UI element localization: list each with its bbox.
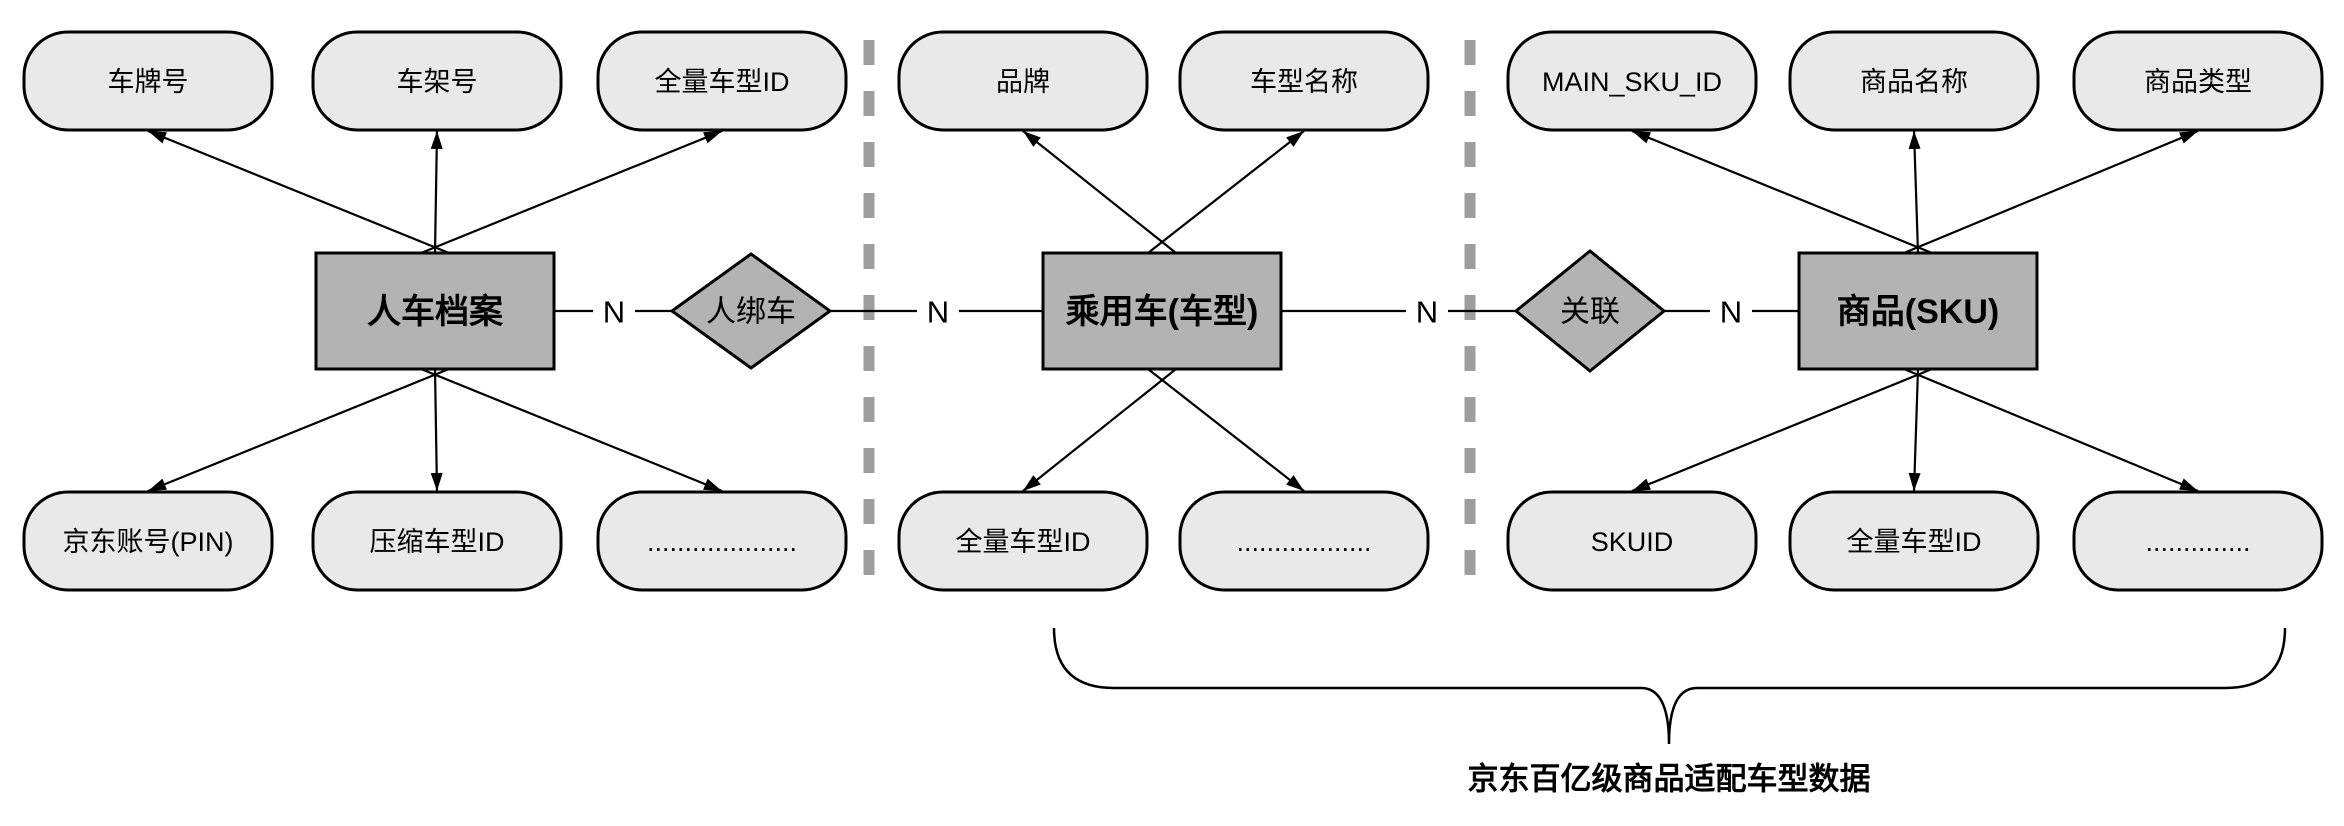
- attribute-node: [2072, 30, 2324, 132]
- attribute-edge: [1631, 367, 1933, 493]
- diagram-caption: 京东百亿级商品适配车型数据: [1468, 762, 1871, 797]
- cardinality-label: N: [927, 295, 949, 330]
- attribute-label: 压缩车型ID: [370, 527, 505, 557]
- cardinality-bg: [1710, 288, 1752, 334]
- attribute-edge: [1147, 368, 1305, 492]
- attribute-label: SKUID: [1591, 527, 1674, 557]
- attribute-edge: [420, 129, 723, 255]
- cardinality-bg: [917, 288, 959, 334]
- attribute-node: [311, 30, 563, 132]
- attribute-edge: [1903, 367, 2199, 493]
- cardinality-bg: [1406, 288, 1448, 334]
- curly-brace: [1052, 627, 2287, 745]
- attribute-label: 车型名称: [1250, 67, 1358, 97]
- relationship-label: 人绑车: [706, 296, 796, 329]
- attribute-edge: [147, 129, 450, 255]
- attribute-node: [311, 490, 563, 592]
- attribute-edge: [1631, 129, 1933, 255]
- attribute-node: [1788, 490, 2040, 592]
- attribute-node: [596, 490, 848, 592]
- attribute-edge: [1908, 130, 1921, 254]
- attribute-label: ..............: [2145, 527, 2250, 557]
- entity-node: [1041, 251, 1283, 371]
- attribute-edge: [1022, 368, 1177, 492]
- attribute-label: 车牌号: [108, 67, 189, 97]
- attribute-edge: [430, 130, 443, 254]
- attribute-label: 商品类型: [2144, 67, 2252, 97]
- attribute-label: 全量车型ID: [1847, 527, 1982, 557]
- relationship-diamond: [1513, 249, 1667, 373]
- entity-label: 商品(SKU): [1837, 293, 1999, 331]
- attribute-node: [897, 490, 1149, 592]
- attribute-label: 全量车型ID: [655, 67, 790, 97]
- entity-node: [1797, 251, 2039, 371]
- attribute-node: [2072, 490, 2324, 592]
- entity-label: 乘用车(车型): [1066, 293, 1259, 331]
- entity-label: 人车档案: [367, 293, 504, 331]
- attribute-node: [1178, 490, 1430, 592]
- attribute-label: 车架号: [397, 67, 478, 97]
- cardinality-label: N: [1416, 295, 1438, 330]
- attribute-edge: [1903, 129, 2199, 255]
- attribute-label: 品牌: [996, 67, 1050, 97]
- cardinality-label: N: [1720, 295, 1742, 330]
- attribute-node: [1506, 30, 1758, 132]
- attribute-node: [1506, 490, 1758, 592]
- attribute-label: 商品名称: [1860, 67, 1968, 97]
- attribute-node: [22, 30, 274, 132]
- entity-node: [314, 251, 556, 371]
- attribute-edge: [430, 368, 443, 492]
- attribute-label: ....................: [647, 527, 797, 557]
- attribute-edge: [147, 367, 450, 493]
- attribute-label: 京东账号(PIN): [63, 527, 234, 557]
- attribute-edge: [1022, 130, 1177, 254]
- attribute-node: [1178, 30, 1430, 132]
- attribute-label: MAIN_SKU_ID: [1542, 67, 1722, 97]
- attribute-edge: [1908, 368, 1921, 492]
- attribute-node: [1788, 30, 2040, 132]
- attribute-edge: [420, 367, 723, 493]
- attribute-label: 全量车型ID: [956, 527, 1091, 557]
- cardinality-label: N: [603, 295, 625, 330]
- relationship-label: 关联: [1560, 296, 1620, 329]
- attribute-node: [22, 490, 274, 592]
- attribute-label: ..................: [1236, 527, 1371, 557]
- attribute-node: [596, 30, 848, 132]
- attribute-node: [897, 30, 1149, 132]
- attribute-edge: [1147, 130, 1305, 254]
- cardinality-bg: [593, 288, 635, 334]
- relationship-diamond: [669, 252, 833, 370]
